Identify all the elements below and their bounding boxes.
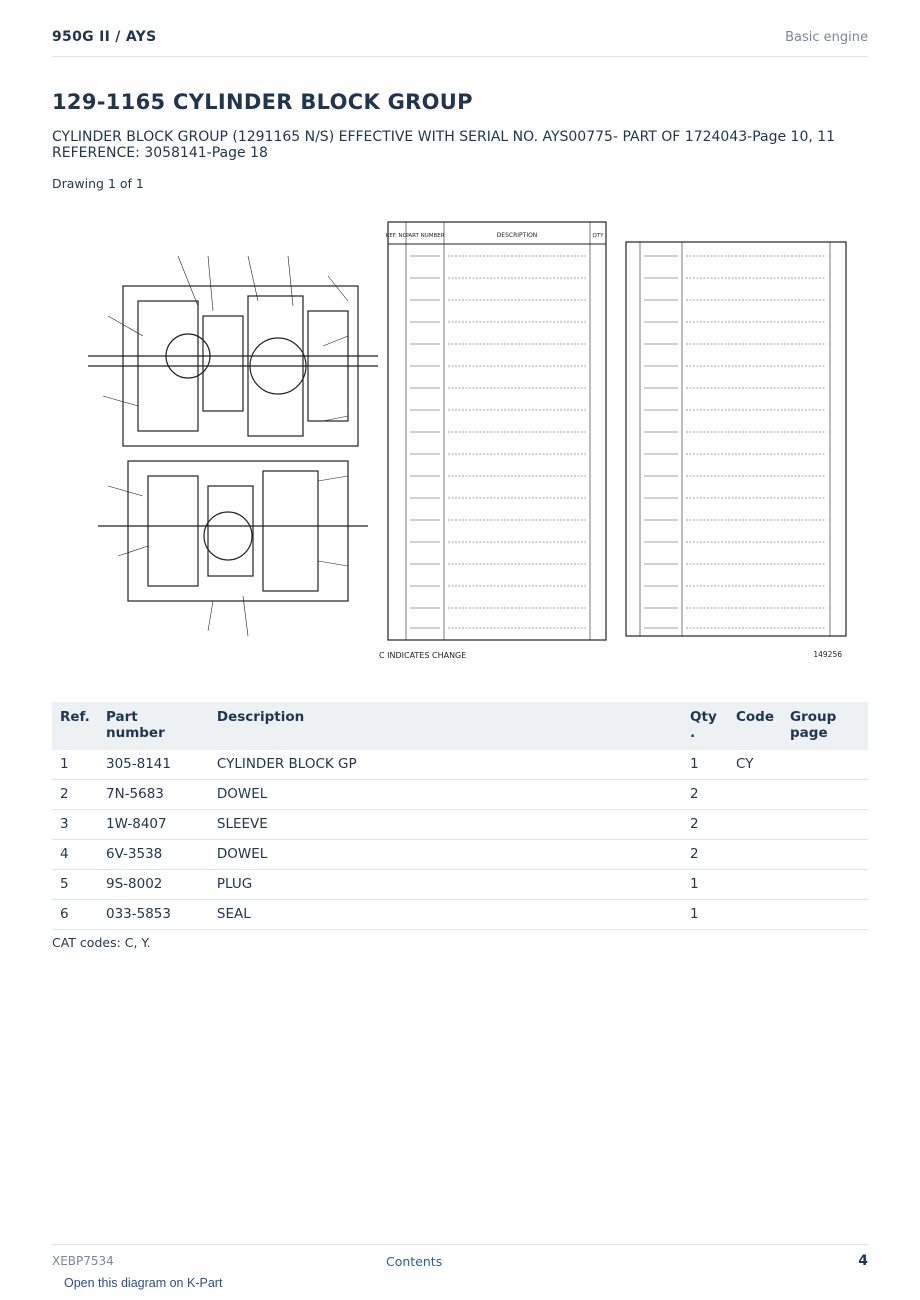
group-page-cell [782,899,868,930]
col-code: Code [736,709,775,725]
ref-cell: 6 [52,899,98,930]
ref-cell: 5 [52,869,98,900]
code-cell [728,779,783,810]
ref-cell: 3 [52,809,98,840]
col-ref-no: REF. NO. [385,233,408,239]
col-description: Description [216,709,305,725]
parts-table: Ref. Part number Description Qty . Code … [52,702,868,930]
qty-cell: 2 [682,809,728,840]
group-page-cell [782,809,868,840]
description-cell: PLUG [208,869,683,900]
col-description: DESCRIPTION [497,232,538,239]
page-header: 950G II / AYS Basic engine [52,28,868,57]
qty-cell: 2 [682,839,728,870]
code-cell [728,899,783,930]
col-qty: Qty . [690,709,717,741]
ref-cell: 4 [52,839,98,870]
part-number-cell: 9S-8002 [97,869,209,900]
table-row: 4 6V-3538 DOWEL 2 [52,839,868,870]
col-qty: QTY [592,233,604,239]
description-cell: SLEEVE [208,809,683,840]
code-cell [728,869,783,900]
page-footer: XEBP7534 Contents 4 [52,1244,868,1275]
exploded-view-drawing [88,255,378,637]
qty-cell: 1 [682,750,728,780]
description-cell: SEAL [208,899,683,930]
group-description: CYLINDER BLOCK GROUP (1291165 N/S) EFFEC… [52,129,836,161]
contents-link[interactable]: Contents [386,1254,443,1269]
part-number-cell: 033-5853 [97,899,209,930]
description-cell: CYLINDER BLOCK GP [208,750,683,780]
section-name: Basic engine [785,30,868,45]
table-row: 5 9S-8002 PLUG 1 [52,869,868,900]
parts-listing-right [625,241,847,637]
table-row: 6 033-5853 SEAL 1 [52,899,868,930]
code-cell: CY [728,750,783,780]
part-number-cell: 1W-8407 [97,809,209,840]
col-part-number: PART NUMBER [405,233,444,239]
code-cell [728,809,783,840]
qty-cell: 1 [682,869,728,900]
machine-model: 950G II / AYS [52,29,157,45]
table-row: 1 305-8141 CYLINDER BLOCK GP 1 CY [52,750,868,780]
parts-diagram: REF. NO. PART NUMBER DESCRIPTION QTY [88,221,847,660]
col-part-number: Part number [105,709,165,741]
ref-cell: 1 [52,750,98,780]
figure-number: 149256 [813,650,842,659]
part-number-cell: 305-8141 [97,750,209,780]
description-cell: DOWEL [208,839,683,870]
page-number: 4 [858,1253,868,1269]
qty-cell: 1 [682,899,728,930]
ref-cell: 2 [52,779,98,810]
group-page-cell [782,750,868,780]
col-group-page: Group page [790,709,837,741]
col-ref: Ref. [60,709,90,725]
table-header-row: Ref. Part number Description Qty . Code … [52,702,868,750]
code-cell [728,839,783,870]
group-page-cell [782,869,868,900]
cat-codes: CAT codes: C, Y. [52,935,151,950]
table-row: 3 1W-8407 SLEEVE 2 [52,809,868,840]
page-title: 129-1165 CYLINDER BLOCK GROUP [52,90,473,114]
group-page-cell [782,839,868,870]
description-cell: DOWEL [208,779,683,810]
part-number-cell: 7N-5683 [97,779,209,810]
open-kpart-link[interactable]: Open this diagram on K-Part [64,1276,223,1290]
qty-cell: 2 [682,779,728,810]
table-row: 2 7N-5683 DOWEL 2 [52,779,868,810]
document-code: XEBP7534 [52,1254,114,1268]
parts-listing-left: REF. NO. PART NUMBER DESCRIPTION QTY [385,221,607,641]
part-number-cell: 6V-3538 [97,839,209,870]
change-legend: C INDICATES CHANGE [379,651,466,660]
drawing-counter: Drawing 1 of 1 [52,176,144,191]
group-page-cell [782,779,868,810]
